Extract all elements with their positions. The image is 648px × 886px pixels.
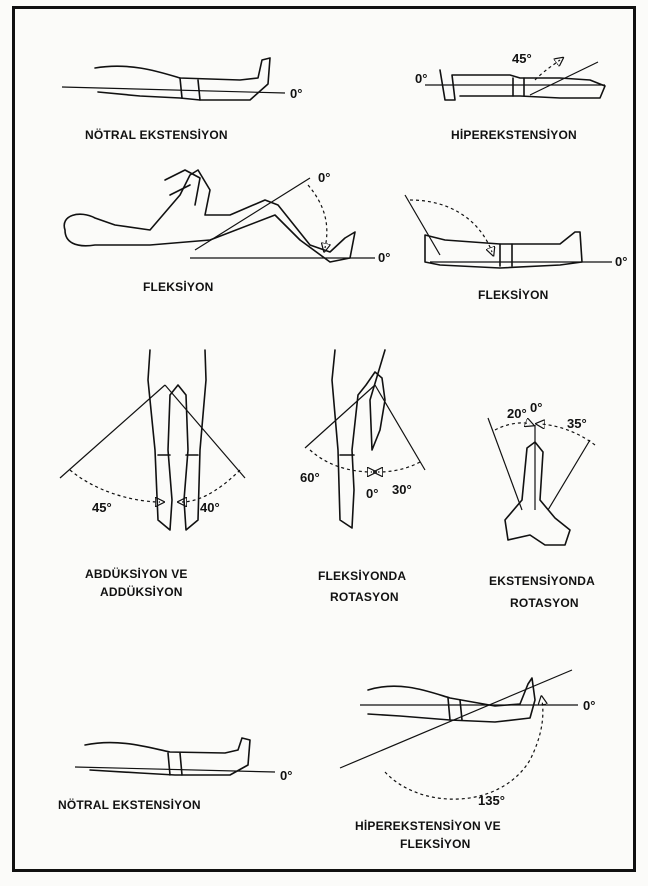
angle-label: 60° (300, 470, 320, 485)
flexion-rotation-figure: 60° 0° 30° (300, 350, 425, 528)
neutral-extension-figure-top: 0° (62, 58, 302, 101)
angle-label: 0° (378, 250, 390, 265)
hyperextension-flexion-figure: 0° 135° (340, 670, 595, 808)
extension-rotation-figure: 20° 0° 35° (488, 400, 595, 545)
caption-flexion-rotation-line1: FLEKSİYONDA (318, 568, 406, 585)
caption-neutral-extension-bottom: NÖTRAL EKSTENSİYON (58, 797, 201, 814)
angle-label: 45° (512, 51, 532, 66)
flexion-figure-left: 0° 0° (64, 170, 390, 265)
angle-label: 0° (615, 254, 627, 269)
angle-label: 0° (366, 486, 378, 501)
angle-label: 40° (200, 500, 220, 515)
angle-label: 20° (507, 406, 527, 421)
caption-extension-rotation-line2: ROTASYON (510, 595, 579, 612)
caption-hyperextension-flexion-line1: HİPEREKSTENSİYON VE (355, 818, 501, 835)
caption-abduction-line1: ABDÜKSİYON VE (85, 566, 188, 583)
caption-hyperextension: HİPEREKSTENSİYON (451, 127, 577, 144)
neutral-extension-figure-bottom: 0° (75, 738, 292, 783)
angle-label: 0° (290, 86, 302, 101)
angle-label: 0° (530, 400, 542, 415)
angle-label: 135° (478, 793, 505, 808)
caption-hyperextension-flexion-line2: FLEKSİYON (400, 836, 470, 853)
angle-label: 30° (392, 482, 412, 497)
caption-neutral-extension-top: NÖTRAL EKSTENSİYON (85, 127, 228, 144)
angle-label: 0° (583, 698, 595, 713)
caption-flexion-left: FLEKSİYON (143, 279, 213, 296)
flexion-figure-right: 0° (405, 195, 627, 269)
abduction-adduction-figure: 45° 40° (60, 350, 245, 530)
caption-flexion-right: FLEKSİYON (478, 287, 548, 304)
angle-label: 45° (92, 500, 112, 515)
angle-label: 0° (318, 170, 330, 185)
angle-label: 0° (280, 768, 292, 783)
angle-label: 0° (415, 71, 427, 86)
hyperextension-figure-top: 0° 45° (415, 51, 605, 100)
caption-extension-rotation-line1: EKSTENSİYONDA (489, 573, 595, 590)
caption-flexion-rotation-line2: ROTASYON (330, 589, 399, 606)
angle-label: 35° (567, 416, 587, 431)
caption-abduction-line2: ADDÜKSİYON (100, 584, 183, 601)
